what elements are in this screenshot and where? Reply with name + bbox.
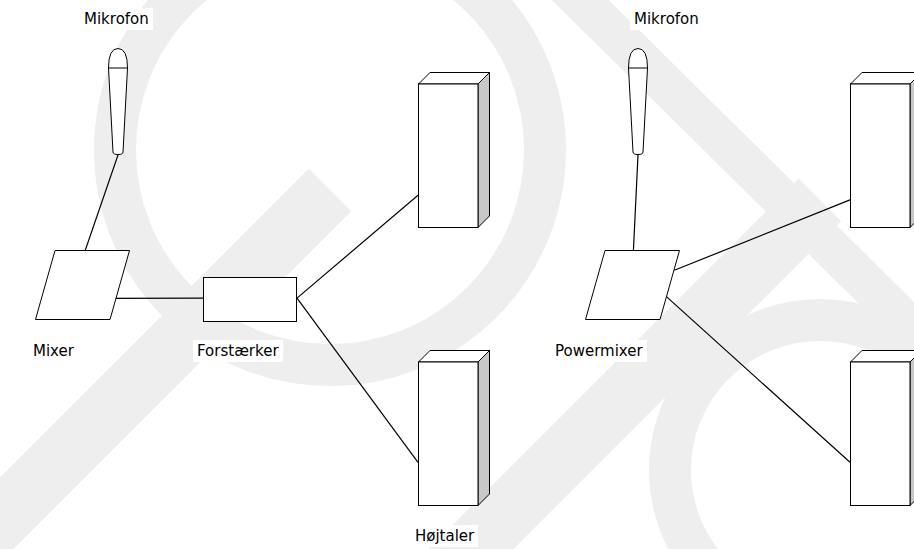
cable (105, 298, 203, 299)
speaker-node (850, 350, 914, 506)
speaker-top (851, 73, 914, 85)
microphone-node: Mikrofon (628, 48, 648, 155)
speaker-side (910, 351, 914, 506)
speaker-front (419, 362, 479, 506)
speaker-side (910, 73, 914, 228)
speaker-shape (418, 350, 490, 506)
microphone-label: Mikrofon (630, 8, 703, 30)
speaker-shape (850, 350, 914, 506)
speaker-shape (418, 72, 490, 228)
amplifier-shape (203, 277, 297, 322)
speaker-side (478, 73, 490, 228)
watermark-band (420, 200, 820, 549)
amplifier-outline (204, 278, 297, 322)
cable (297, 298, 418, 462)
microphone-body (109, 49, 128, 155)
speaker-shape (850, 72, 914, 228)
speaker-top (419, 351, 490, 363)
powermixer-node: Powermixer (585, 250, 680, 320)
watermark-band (560, 0, 914, 330)
speaker-label: Højtaler (411, 525, 478, 547)
microphone-grille-line (109, 68, 128, 69)
mixer-outline (586, 251, 680, 320)
speaker-top (851, 351, 914, 363)
cable (674, 200, 850, 270)
speaker-node (850, 72, 914, 228)
mixer-node: Mixer (35, 250, 130, 320)
microphone-grille-line (629, 68, 648, 69)
mixer-label: Mixer (29, 340, 78, 362)
powermixer-shape (585, 250, 680, 320)
cable (297, 195, 418, 298)
microphone-label: Mikrofon (80, 8, 153, 30)
microphone-body (629, 49, 648, 155)
speaker-side (478, 351, 490, 506)
cable (85, 155, 118, 250)
cable (633, 155, 638, 250)
amplifier-node: Forstærker (203, 277, 297, 322)
amplifier-label: Forstærker (193, 340, 283, 362)
speaker-node: Højtaler (418, 350, 490, 506)
microphone-node: Mikrofon (108, 48, 128, 155)
speaker-front (851, 362, 911, 506)
speaker-top (419, 73, 490, 85)
powermixer-label: Powermixer (551, 340, 647, 362)
mixer-outline (36, 251, 130, 320)
speaker-front (419, 84, 479, 228)
speaker-front (851, 84, 911, 228)
speaker-node (418, 72, 490, 228)
microphone-shape (108, 48, 128, 155)
mixer-shape (35, 250, 130, 320)
cable (667, 297, 850, 462)
microphone-shape (628, 48, 648, 155)
watermark-band (0, 190, 330, 549)
